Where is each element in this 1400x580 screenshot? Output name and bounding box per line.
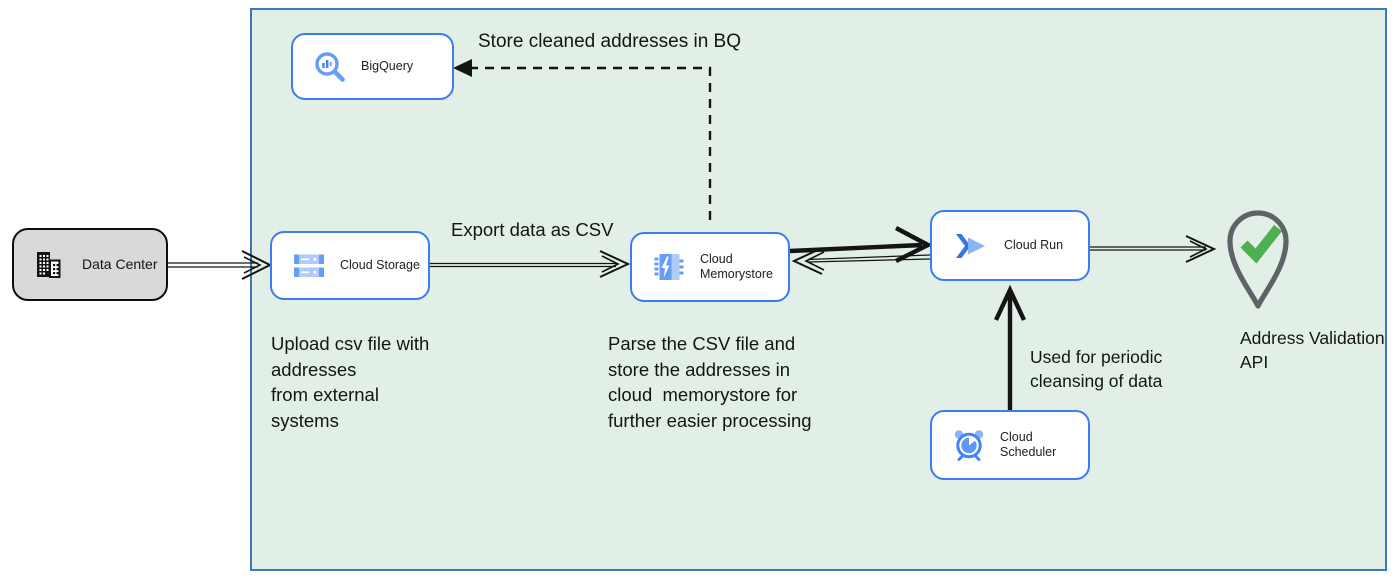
node-cloud-memorystore[interactable]: Cloud Memorystore	[630, 232, 790, 302]
node-cloud-scheduler[interactable]: Cloud Scheduler	[930, 410, 1090, 480]
building-icon	[32, 249, 64, 281]
node-label: Data Center	[82, 256, 158, 272]
node-label: Cloud Run	[1004, 238, 1064, 252]
cloud-run-chevron-icon	[952, 231, 990, 261]
node-label: Cloud Memorystore	[700, 252, 773, 281]
memorystore-chip-icon	[652, 250, 686, 284]
node-label: Cloud Scheduler	[1000, 430, 1057, 459]
annotation-store-cleaned-bq: Store cleaned addresses in BQ	[478, 31, 741, 52]
node-data-center[interactable]: Data Center	[12, 228, 168, 301]
node-bigquery[interactable]: BigQuery	[291, 33, 454, 100]
annotation-periodic-cleansing: Used for periodic cleansing of data	[1030, 347, 1163, 391]
node-cloud-storage[interactable]: Cloud Storage	[270, 231, 430, 300]
map-pin-check-icon[interactable]	[1222, 209, 1294, 311]
node-label: BigQuery	[361, 59, 414, 73]
annotation-upload-csv: Upload csv file with addresses from exte…	[271, 333, 430, 431]
scheduler-clock-icon	[952, 428, 986, 462]
address-validation-api-label: Address Validation API	[1240, 328, 1385, 372]
annotation-export-csv: Export data as CSV	[451, 219, 614, 240]
annotation-parse-csv: Parse the CSV file and store the address…	[608, 333, 812, 431]
cloud-storage-bars-icon	[292, 251, 326, 281]
gcp-boundary	[250, 8, 1387, 571]
bigquery-magnifier-icon	[313, 50, 347, 84]
node-label: Cloud Storage	[340, 258, 420, 272]
node-cloud-run[interactable]: Cloud Run	[930, 210, 1090, 281]
